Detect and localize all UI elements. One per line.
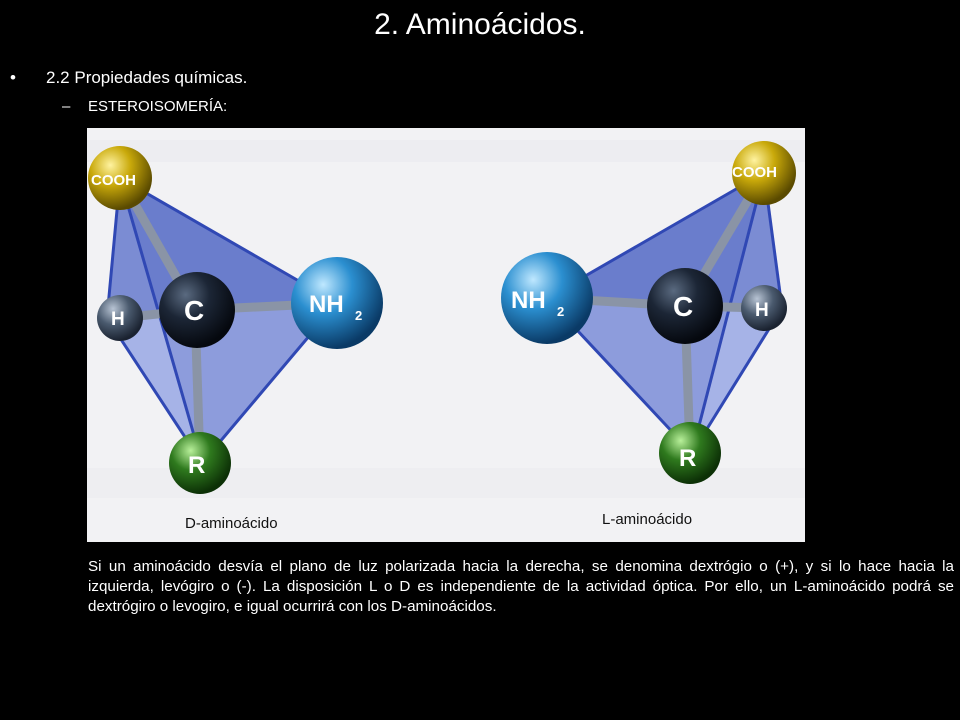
r-label: R bbox=[679, 445, 696, 472]
c-atom bbox=[647, 268, 723, 344]
sub-bullet-text: ESTEROISOMERÍA: bbox=[88, 98, 228, 115]
cooh-label: COOH bbox=[732, 164, 777, 181]
c-label: C bbox=[184, 295, 204, 326]
nh2-atom bbox=[501, 252, 593, 344]
d-aminoacid-molecule: COOH H C NH 2 R D-aminoácido bbox=[88, 146, 383, 532]
bullet-item: • 2.2 Propiedades químicas. bbox=[10, 68, 247, 88]
r-atom bbox=[169, 432, 231, 494]
explanation-paragraph: Si un aminoácido desvía el plano de luz … bbox=[88, 558, 954, 615]
bullet-text: 2.2 Propiedades químicas. bbox=[46, 68, 248, 87]
c-label: C bbox=[673, 291, 693, 322]
nh-label: NH bbox=[309, 291, 344, 318]
sub-bullet-item: –ESTEROISOMERÍA: bbox=[62, 98, 227, 115]
h-atom bbox=[97, 295, 143, 341]
h-label: H bbox=[111, 309, 125, 330]
r-atom bbox=[659, 422, 721, 484]
nh-subscript: 2 bbox=[355, 308, 362, 323]
l-aminoacid-molecule: COOH H C NH 2 R L-aminoácido bbox=[501, 141, 796, 528]
r-label: R bbox=[188, 452, 205, 479]
slide-title: 2. Aminoácidos. bbox=[374, 8, 586, 41]
cooh-atom bbox=[88, 146, 152, 210]
h-label: H bbox=[755, 300, 769, 321]
stereoisomer-diagram: COOH H C NH 2 R D-aminoácido bbox=[87, 128, 805, 542]
l-aminoacid-caption: L-aminoácido bbox=[602, 511, 692, 528]
nh2-atom bbox=[291, 257, 383, 349]
bullet-marker: • bbox=[10, 68, 16, 87]
cooh-atom bbox=[732, 141, 796, 205]
cooh-label: COOH bbox=[91, 172, 136, 189]
nh-subscript: 2 bbox=[557, 304, 564, 319]
h-atom bbox=[741, 285, 787, 331]
stereoisomer-figure: COOH H C NH 2 R D-aminoácido bbox=[87, 128, 805, 542]
nh-label: NH bbox=[511, 287, 546, 314]
d-aminoacid-caption: D-aminoácido bbox=[185, 515, 278, 532]
c-atom bbox=[159, 272, 235, 348]
sub-bullet-marker: – bbox=[62, 98, 71, 115]
